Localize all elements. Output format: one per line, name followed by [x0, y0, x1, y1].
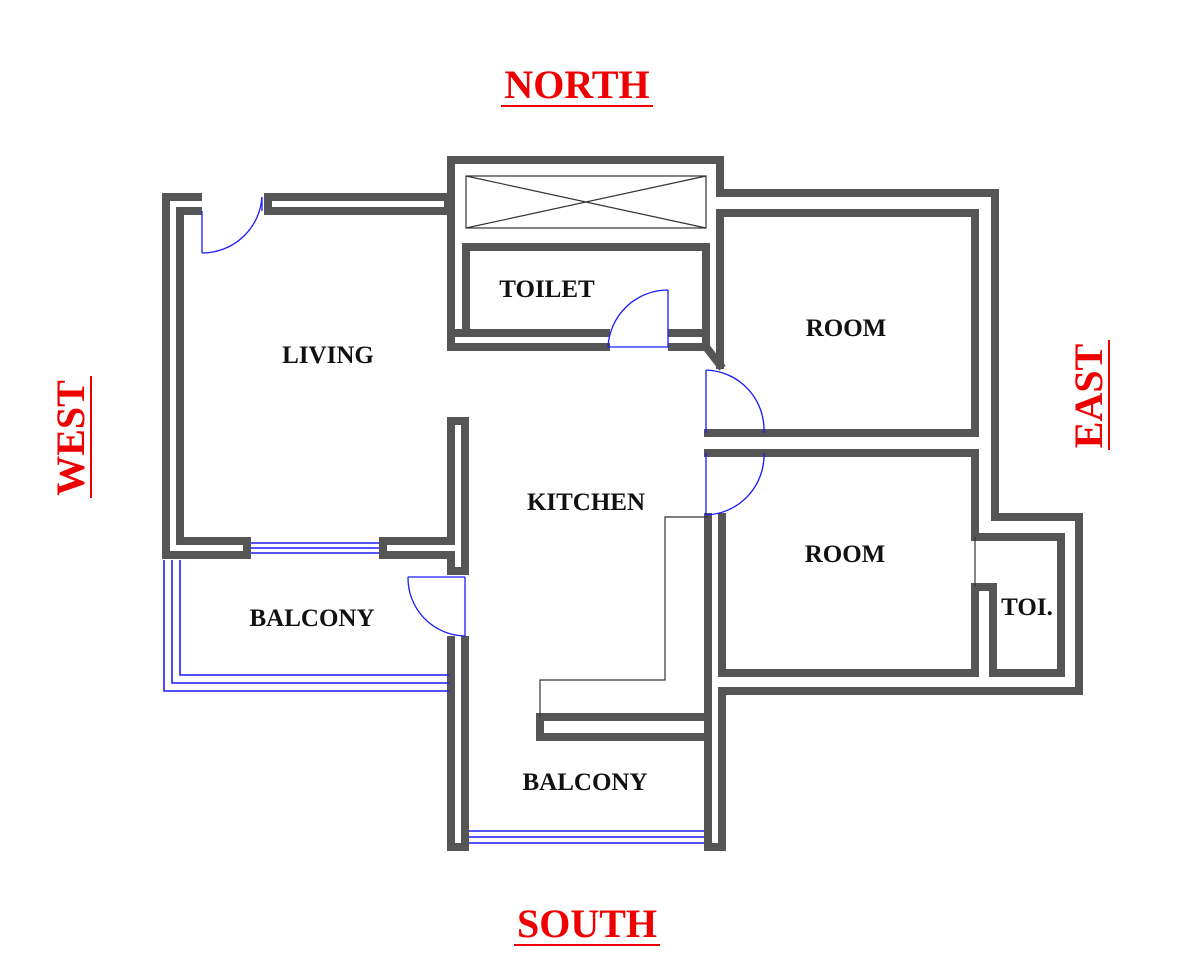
- kitchen-label: KITCHEN: [527, 489, 645, 516]
- compass-east: EAST: [1066, 340, 1111, 450]
- wall-room2: [704, 449, 979, 541]
- living-label: LIVING: [282, 342, 374, 369]
- door-room2: [705, 452, 765, 516]
- wall-living-outer: [162, 193, 251, 559]
- railing-balcony-south: [469, 830, 704, 844]
- kitchen-counter-line: [539, 516, 708, 717]
- wall-room1-outer: [716, 189, 999, 521]
- wall-kitchen-counter: [536, 713, 712, 741]
- wall-toilet-right: [668, 329, 710, 351]
- railing-balcony-west: [163, 560, 449, 692]
- wall-living-top: [264, 193, 452, 215]
- duct-cross-2: [465, 175, 707, 229]
- compass-south: SOUTH: [514, 901, 660, 946]
- balcony-west-label: BALCONY: [249, 605, 374, 632]
- room-1-label: ROOM: [806, 315, 887, 342]
- east-label: EAST: [1066, 343, 1111, 448]
- wall-room2-bottom: [718, 513, 979, 677]
- north-label: NORTH: [504, 62, 649, 107]
- toilet-small-label: TOI.: [1001, 594, 1053, 621]
- toilet-label: TOILET: [499, 276, 595, 303]
- door-room1: [705, 369, 765, 434]
- room-2-label: ROOM: [805, 541, 886, 568]
- balcony-south-label: BALCONY: [522, 769, 647, 796]
- wall-balcony-south-right: [704, 713, 726, 851]
- room-labels: LIVING TOILET ROOM ROOM KITCHEN BALCONY …: [249, 276, 1052, 796]
- wall-room1-corner: [700, 341, 726, 371]
- walls: [162, 156, 1083, 851]
- door-balcony-west: [407, 576, 466, 637]
- duct-box: [465, 175, 707, 229]
- south-label: SOUTH: [517, 901, 657, 946]
- window-living: [251, 542, 379, 554]
- wall-living-inner: [176, 207, 251, 545]
- west-label: WEST: [48, 380, 93, 496]
- wall-toi-outer: [718, 513, 1083, 721]
- wall-toilet-inner: [462, 243, 710, 351]
- door-toilet: [607, 289, 669, 348]
- compass-north: NORTH: [501, 62, 653, 107]
- wall-toi-inner: [973, 533, 1065, 677]
- compass-west: WEST: [48, 376, 93, 498]
- door-main-entry: [201, 196, 263, 254]
- wall-north-block: [447, 156, 724, 351]
- wall-room1-inner: [704, 209, 979, 437]
- doors: [201, 196, 976, 637]
- railings: [163, 542, 704, 844]
- wall-living-balcony-right: [379, 417, 469, 575]
- wall-toilet: [447, 329, 610, 351]
